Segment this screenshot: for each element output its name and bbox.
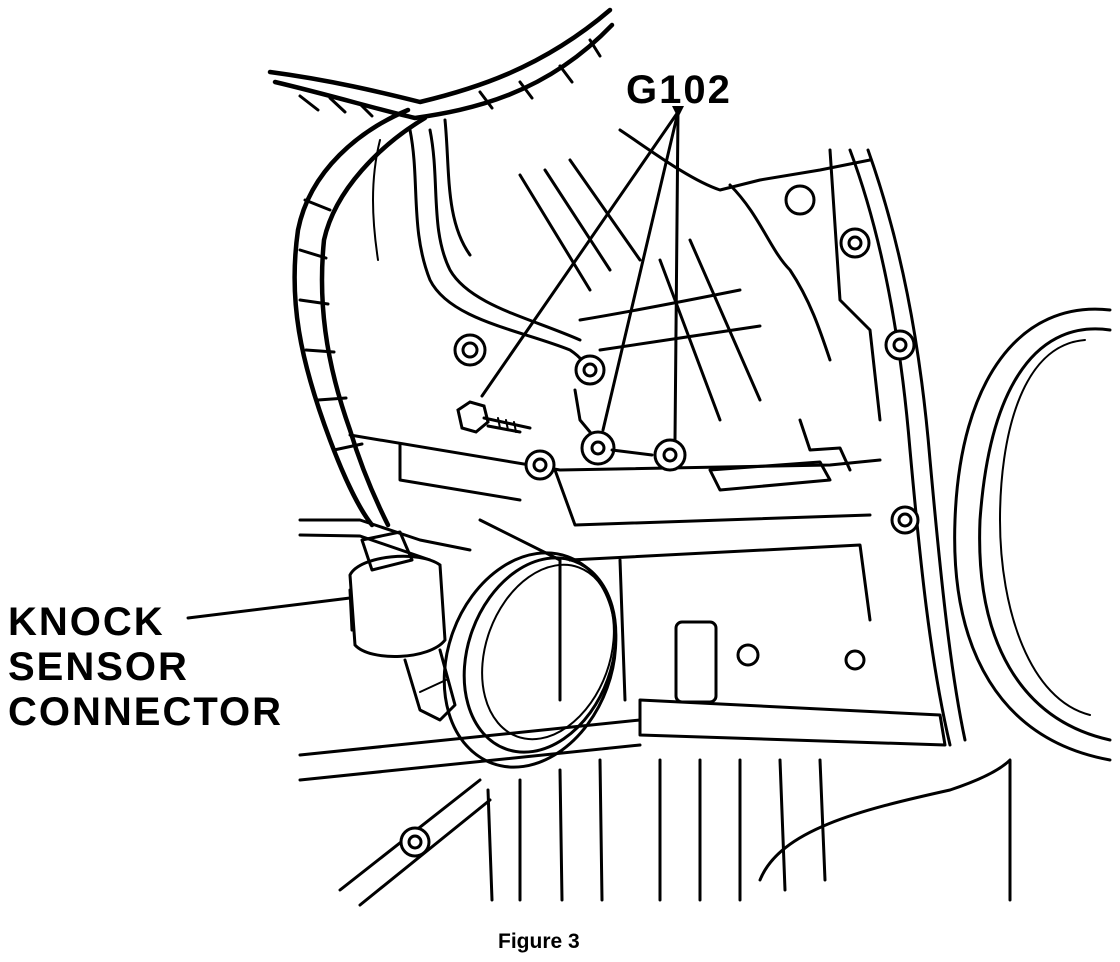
knock-sensor-connector (298, 518, 472, 722)
knock-sensor-leader-line (186, 596, 352, 620)
g102-label: G102 (626, 68, 732, 112)
sensor-housing-ring (442, 551, 618, 769)
knock-sensor-label-line-3: CONNECTOR (8, 689, 284, 734)
figure-caption: Figure 3 (498, 930, 580, 953)
engine-block (298, 128, 1112, 907)
g102-leader-lines (480, 106, 684, 442)
knock-sensor-label-line-1: KNOCK (8, 600, 165, 644)
g102-ground-terminals (456, 388, 687, 472)
mounting-bolts (399, 184, 920, 858)
wiring-harness (267, 7, 615, 528)
knock-sensor-connector-label: KNOCK SENSOR CONNECTOR (8, 600, 283, 734)
knock-sensor-label-line-2: SENSOR (8, 644, 189, 689)
